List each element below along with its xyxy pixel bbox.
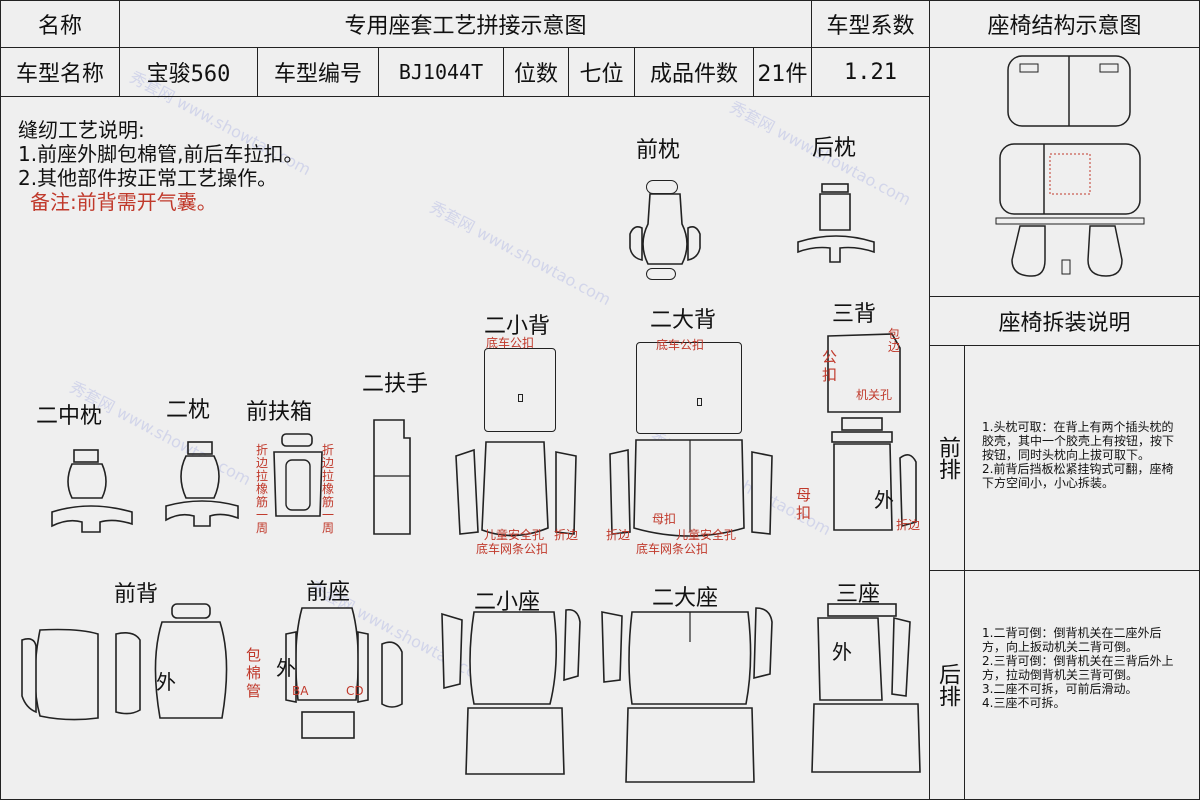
rear-row-text: 1.二背可倒：倒背机关在二座外后方，向上扳动机关二背可倒。 2.三背可倒：倒背机…: [982, 626, 1174, 710]
second-pillow-shape: [165, 441, 239, 527]
annot-bottom-buckle: 底车公扣: [486, 336, 535, 350]
annot-male-buckle: 公扣: [822, 348, 838, 384]
label-front-back: 前背: [114, 582, 159, 607]
annot-child-safety-2: 儿童安全孔: [676, 528, 737, 542]
seats-label: 位数: [503, 47, 569, 97]
second-big-back-marker: [697, 398, 702, 406]
label-second-pillow: 二枕: [166, 398, 211, 423]
second-big-back-bottom: [609, 439, 773, 537]
disassembly-heading: 座椅拆装说明: [929, 296, 1200, 346]
annot-child-safety: 儿童安全孔: [484, 528, 545, 542]
second-mid-pillow-shape: [51, 449, 133, 533]
annot-outside-1: 外: [874, 488, 894, 512]
coef-label: 车型系数: [811, 0, 930, 48]
front-back-shape: [21, 603, 228, 721]
second-small-back-marker: [518, 394, 523, 402]
label-third-back: 三背: [832, 302, 877, 327]
model-value: 宝骏560: [119, 47, 258, 97]
label-front-armrest-box: 前扶箱: [246, 400, 313, 425]
front-row-text: 1.头枕可取：在背上有两个插头枕的胶壳，其中一个胶壳上有按钮，按下按钮，同时头枕…: [982, 420, 1175, 490]
name-label: 名称: [0, 0, 120, 48]
rear-row-label: 后排: [929, 570, 965, 800]
front-pillow-bottom: [646, 268, 676, 280]
code-label: 车型编号: [257, 47, 379, 97]
third-seat-shape: [811, 603, 921, 773]
annot-female-buckle: 母扣: [652, 512, 677, 526]
annot-fold-2: 折边: [606, 528, 631, 542]
annot-outside-2: 外: [156, 670, 176, 694]
label-second-big-back: 二大背: [650, 308, 717, 333]
label-front-pillow: 前枕: [636, 138, 681, 163]
annot-fold-vertical-1: 折边拉橡筋一周: [256, 443, 269, 535]
label-second-big-seat: 二大座: [652, 586, 719, 611]
annot-wrap-tube: 包棉管: [246, 646, 262, 700]
second-small-seat-shape: [441, 608, 581, 775]
annot-fold: 折边: [554, 528, 579, 542]
pieces-label: 成品件数: [634, 47, 754, 97]
annot-bottom-net-buckle-2: 底车网条公扣: [636, 542, 709, 556]
rear-pillow-shape: [797, 183, 875, 263]
label-rear-pillow: 后枕: [812, 136, 857, 161]
label-second-armrest: 二扶手: [362, 372, 429, 397]
page-title: 专用座套工艺拼接示意图: [119, 0, 812, 48]
annot-outside-3: 外: [276, 656, 296, 680]
annot-female-buckle-2: 母扣: [796, 486, 812, 522]
model-label: 车型名称: [0, 47, 120, 97]
annot-ba: BA: [292, 684, 309, 698]
annot-bottom-buckle-2: 底车公扣: [656, 338, 705, 352]
sewing-heading: 缝纫工艺说明:: [18, 118, 145, 142]
sewing-line-2: 2.其他部件按正常工艺操作。: [18, 166, 278, 190]
front-row-label: 前排: [929, 345, 965, 571]
annot-bottom-net-buckle: 底车网条公扣: [476, 542, 549, 556]
label-second-small-seat: 二小座: [474, 590, 541, 615]
annot-wrap-edge: 包边: [888, 327, 901, 354]
front-pillow-top: [646, 180, 678, 194]
annot-fold-3: 折边: [896, 518, 921, 532]
structure-label: 座椅结构示意图: [929, 0, 1200, 48]
pieces-value: 21件: [753, 47, 812, 97]
front-seat-shape: [285, 607, 403, 739]
annot-cd: CD: [346, 684, 364, 698]
label-second-mid-pillow: 二中枕: [36, 404, 103, 429]
second-small-back-top: [484, 348, 556, 432]
second-big-back-top: [636, 342, 742, 434]
sewing-remark: 备注:前背需开气囊。: [30, 190, 217, 214]
annot-outside-4: 外: [832, 640, 852, 664]
third-back-shape: [827, 333, 917, 531]
label-third-seat: 三座: [836, 582, 881, 607]
seats-value: 七位: [568, 47, 635, 97]
label-front-seat: 前座: [306, 580, 351, 605]
annot-fold-vertical-2: 折边拉橡筋一周: [322, 443, 335, 535]
front-pillow-shape: [629, 193, 701, 265]
second-small-back-bottom: [455, 441, 577, 537]
label-second-small-back: 二小背: [484, 314, 551, 339]
second-armrest-shape: [373, 419, 411, 535]
sewing-line-1: 1.前座外脚包棉管,前后车拉扣。: [18, 142, 304, 166]
front-armrest-box-shape: [273, 433, 323, 517]
second-big-seat-shape: [601, 607, 773, 783]
code-value: BJ1044T: [378, 47, 504, 97]
seat-structure-sketch: [995, 55, 1145, 277]
coef-value: 1.21: [811, 47, 930, 97]
annot-mech-hole: 机关孔: [856, 388, 893, 402]
